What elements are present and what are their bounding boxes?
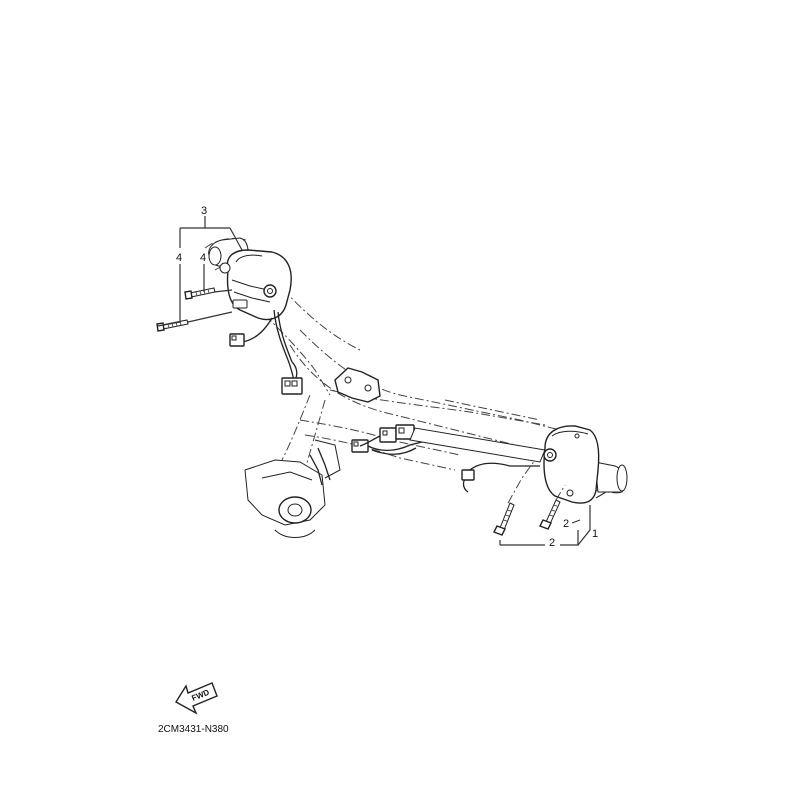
screw-right-right xyxy=(539,499,561,530)
callout-4-right: 4 xyxy=(200,252,206,264)
callout-2-lower: 2 xyxy=(549,537,555,549)
center-bracket xyxy=(334,367,381,403)
center-connectors xyxy=(351,424,431,455)
screw-right-left xyxy=(493,502,515,536)
right-grip xyxy=(594,461,628,493)
handlebar-stem xyxy=(244,439,341,538)
left-handlebar-switch xyxy=(219,249,292,321)
callout-1: 1 xyxy=(592,528,598,540)
callout-2-upper: 2 xyxy=(563,518,569,530)
right-handlebar-switch xyxy=(543,425,600,504)
right-switch-harness xyxy=(409,427,546,493)
left-switch-wiring xyxy=(229,309,303,395)
diagram-code: 2CM3431-N380 xyxy=(158,724,229,735)
screw-left-upper xyxy=(184,287,216,300)
fwd-arrow: FWD xyxy=(175,682,218,715)
callout-4-left: 4 xyxy=(176,252,182,264)
callout-labels: 3 4 4 2 1 2 xyxy=(176,205,598,549)
leader-lines xyxy=(157,216,607,546)
callout-3: 3 xyxy=(201,205,207,217)
